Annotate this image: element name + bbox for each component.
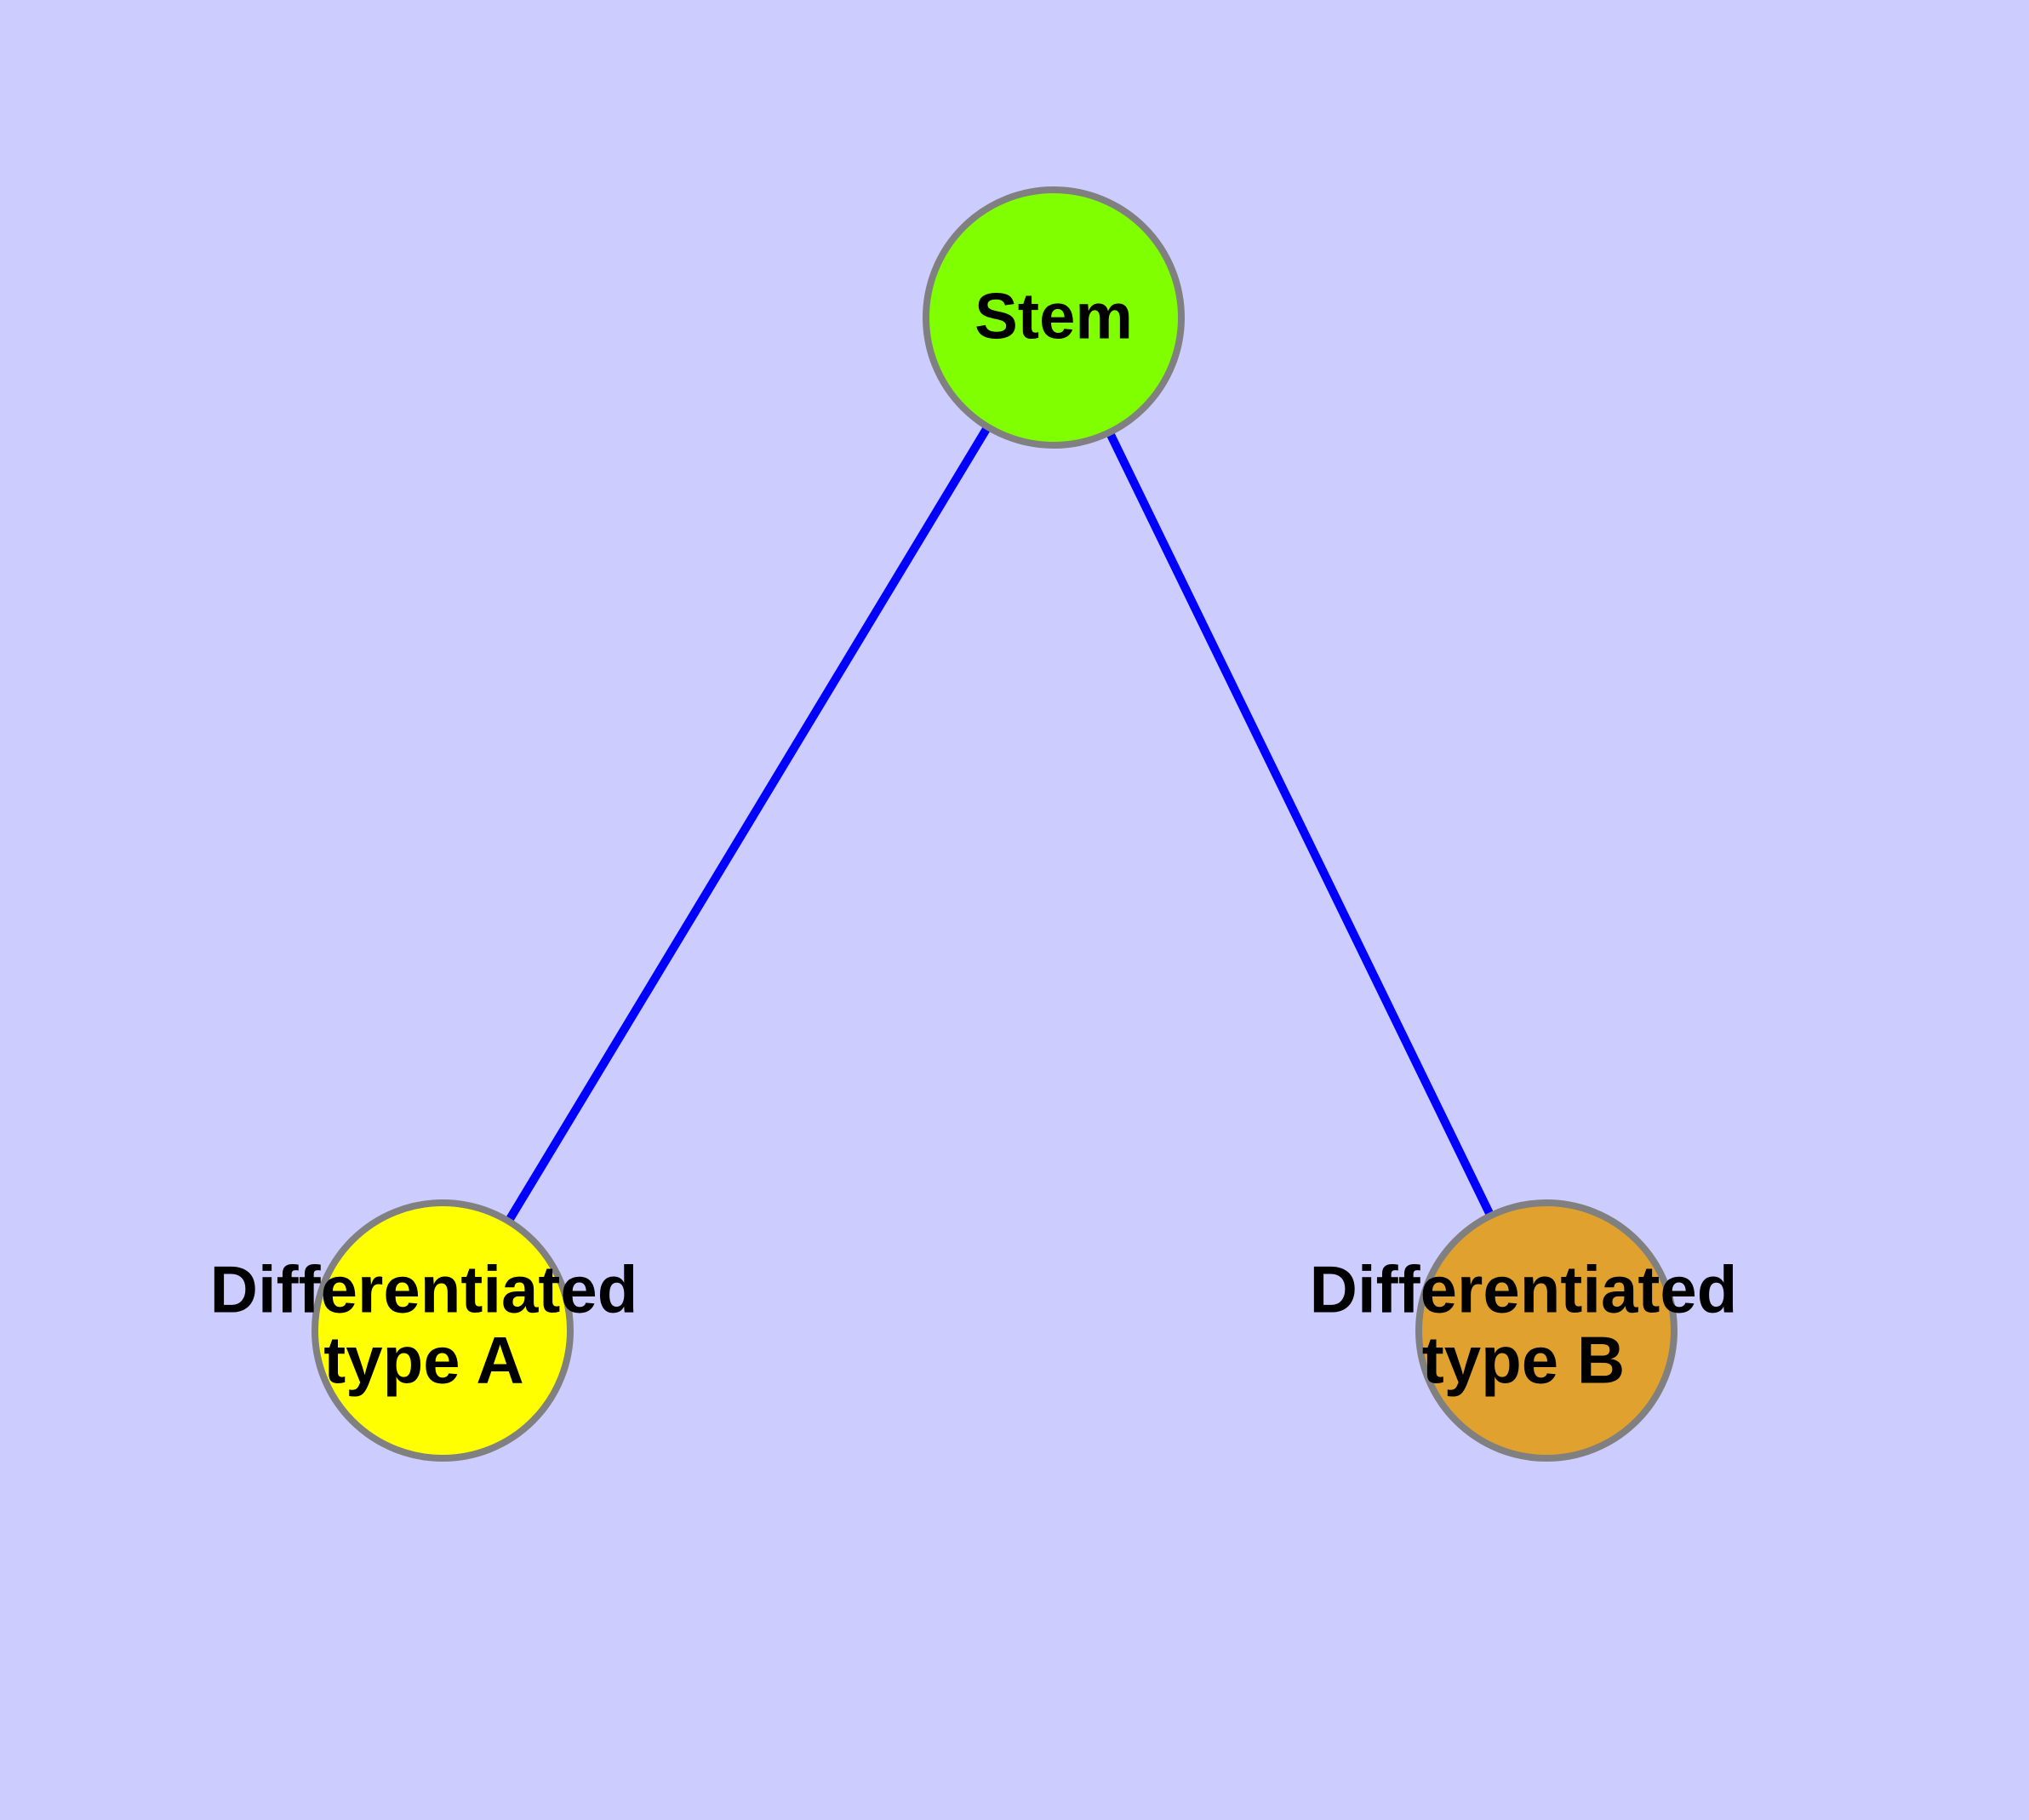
graph-edge [438, 315, 1058, 1333]
graph-edge [1049, 315, 1551, 1333]
graph-node-diff-b[interactable] [1415, 1199, 1677, 1462]
graph-node-diff-a[interactable] [311, 1199, 574, 1462]
edges-layer [438, 315, 1551, 1333]
nodes-layer [311, 186, 1677, 1462]
graph-node-stem[interactable] [923, 186, 1185, 449]
